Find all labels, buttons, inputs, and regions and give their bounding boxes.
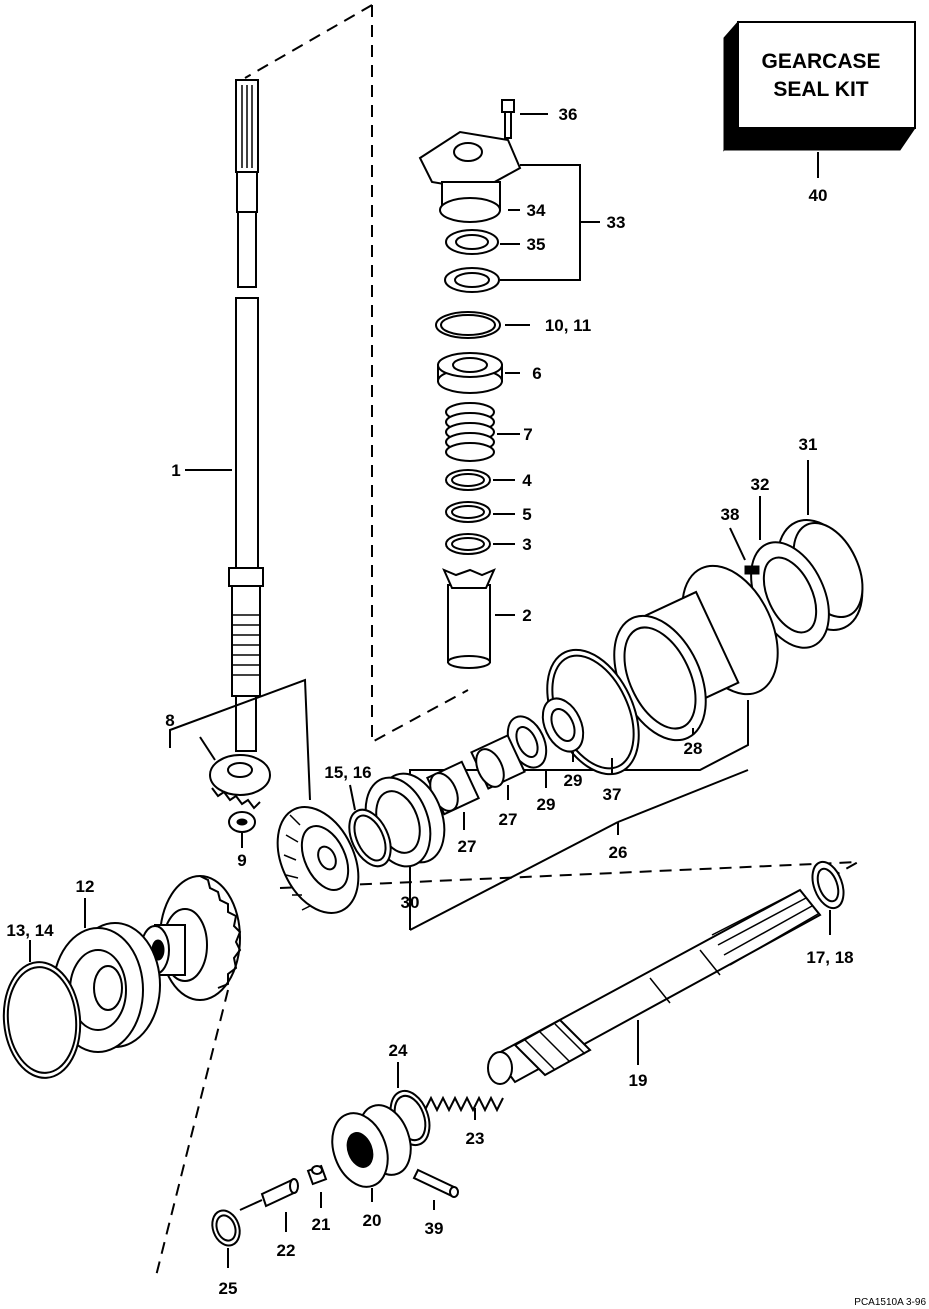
bearing-carrier-28: 28 <box>613 564 779 758</box>
driveshaft: 1 <box>171 79 264 752</box>
propeller-shaft: 19 <box>487 888 822 1090</box>
screw: 36 <box>501 99 578 139</box>
callout-28: 28 <box>684 739 703 758</box>
reverse-gear <box>276 806 360 914</box>
callout-33: 33 <box>607 213 626 232</box>
upper-bearing: 6 <box>437 352 542 394</box>
callout-39: 39 <box>425 1219 444 1238</box>
needle-bearing-27-a: 27 <box>470 734 526 829</box>
callout-30: 30 <box>401 893 420 912</box>
shim-13-14: 13, 14 <box>2 921 82 1079</box>
ring-5: 5 <box>445 501 532 524</box>
callout-21: 21 <box>312 1215 331 1234</box>
seal-29-outer: 29 <box>541 697 585 790</box>
callout-24: 24 <box>389 1041 408 1060</box>
callout-29-b: 29 <box>537 795 556 814</box>
thrust-washer-17-18: 17, 18 <box>806 860 854 967</box>
sleeve-2: 2 <box>442 568 532 669</box>
callout-26: 26 <box>609 843 628 862</box>
spring-clip-25: 25 <box>211 1209 241 1298</box>
cross-pin-39: 39 <box>412 1168 459 1238</box>
callout-27-a: 27 <box>499 810 518 829</box>
callout-27-b: 27 <box>458 837 477 856</box>
callout-15-16: 15, 16 <box>324 763 371 782</box>
callout-35: 35 <box>527 235 546 254</box>
forward-gear <box>140 875 242 1001</box>
callout-2: 2 <box>522 606 531 625</box>
callout-31: 31 <box>799 435 818 454</box>
key-38: 38 <box>721 505 760 575</box>
callout-10-11: 10, 11 <box>545 316 591 335</box>
callout-3: 3 <box>522 535 531 554</box>
spring-7: 7 <box>445 402 533 462</box>
callout-8: 8 <box>165 711 174 730</box>
detent-pin-21: 21 <box>306 1164 331 1234</box>
callout-7: 7 <box>523 425 532 444</box>
clutch-20: 20 <box>331 1104 412 1230</box>
shim-15-16: 15, 16 <box>324 763 392 868</box>
spring-23: 23 <box>424 1095 504 1148</box>
oil-seal-lower: 33 <box>444 164 626 293</box>
callout-1: 1 <box>171 461 180 480</box>
callout-22: 22 <box>277 1241 296 1260</box>
callout-4: 4 <box>522 471 532 490</box>
callout-9: 9 <box>237 851 246 870</box>
drawing-code: PCA1510A 3-96 <box>854 1297 926 1308</box>
callout-37: 37 <box>603 785 622 804</box>
ring-4: 4 <box>445 469 532 491</box>
callout-13-14: 13, 14 <box>6 921 54 940</box>
oil-seal-upper: 35 <box>445 229 546 255</box>
callout-36: 36 <box>559 105 578 124</box>
callout-5: 5 <box>522 505 531 524</box>
callout-25: 25 <box>219 1279 238 1298</box>
callout-32: 32 <box>751 475 770 494</box>
callout-34: 34 <box>527 201 546 220</box>
callout-20: 20 <box>363 1211 382 1230</box>
callout-23: 23 <box>466 1129 485 1148</box>
callout-6: 6 <box>532 364 541 383</box>
water-pump-base: 34 <box>418 130 546 223</box>
ring-3: 3 <box>445 533 532 555</box>
gearcase-seal-kit-box: GEARCASE SEAL KIT 40 <box>723 20 916 205</box>
assembly-guide-lines <box>154 4 859 1281</box>
kit-title-line1: GEARCASE <box>761 50 880 73</box>
needle-bearing-27-b: 27 <box>425 760 481 856</box>
shim-ring-10-11: 10, 11 <box>435 311 591 339</box>
callout-12: 12 <box>76 877 95 896</box>
callout-29-a: 29 <box>564 771 583 790</box>
pinion-gear: 8 <box>165 678 311 810</box>
kit-title-line2: SEAL KIT <box>773 78 868 101</box>
actuator-plunger-22: 22 <box>239 1178 299 1260</box>
pinion-nut: 9 <box>228 811 256 870</box>
callout-40: 40 <box>809 186 828 205</box>
seal-29-inner: 29 <box>506 715 556 814</box>
callout-38: 38 <box>721 505 740 524</box>
callout-17-18: 17, 18 <box>806 948 853 967</box>
callout-19: 19 <box>629 1071 648 1090</box>
